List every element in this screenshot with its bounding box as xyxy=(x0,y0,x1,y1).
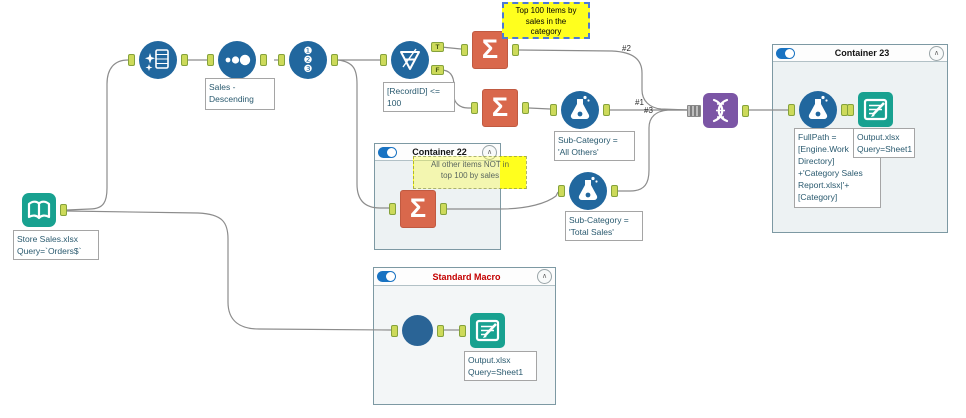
output-container23-label[interactable]: Output.xlsx Query=Sheet1 xyxy=(853,128,915,158)
dna-union-icon xyxy=(712,98,729,123)
input-anchor[interactable] xyxy=(471,102,478,114)
wire-input-to-macro[interactable] xyxy=(66,210,392,331)
sparkle-table-icon xyxy=(145,49,169,71)
output-anchor[interactable] xyxy=(260,54,267,66)
output-anchor[interactable] xyxy=(440,203,447,215)
input-anchor[interactable] xyxy=(389,203,396,215)
connection-label-3: #3 xyxy=(644,106,653,115)
sort-tool[interactable] xyxy=(207,41,267,79)
input-data-tool[interactable] xyxy=(22,193,67,227)
wire-input-to-cleansing[interactable] xyxy=(66,59,129,211)
book-icon xyxy=(27,200,51,220)
wire-formula2-to-union[interactable] xyxy=(618,109,688,192)
input-anchor[interactable] xyxy=(207,54,214,66)
sigma-icon: Σ xyxy=(409,192,427,223)
chevron-up-icon: ∧ xyxy=(933,49,940,57)
sigma-icon: Σ xyxy=(491,91,509,122)
data-cleansing-tool[interactable] xyxy=(128,41,188,79)
true-output-anchor[interactable]: T xyxy=(431,42,444,52)
connection-label-1: #1 xyxy=(635,98,644,107)
annotation-top100[interactable]: Top 100 Items by sales in the category xyxy=(502,2,590,39)
sigma-icon: Σ xyxy=(481,33,499,64)
output-macro-label[interactable]: Output.xlsx Query=Sheet1 xyxy=(464,351,537,381)
chevron-up-icon: ∧ xyxy=(486,148,493,156)
annotation-all-other-items[interactable]: All other items NOT in top 100 by sales xyxy=(413,156,527,189)
formula-total-sales-label[interactable]: Sub-Category = 'Total Sales' xyxy=(565,211,643,241)
document-pencil-icon xyxy=(863,98,888,121)
input-anchor[interactable] xyxy=(788,104,795,116)
output-anchor[interactable] xyxy=(603,104,610,116)
sort-tool-label[interactable]: Sales - Descending xyxy=(205,78,275,110)
output-anchor[interactable] xyxy=(437,324,444,337)
false-output-anchor[interactable]: F xyxy=(431,65,444,75)
standard-macro-header: Standard Macro ∧ xyxy=(374,268,555,286)
standard-macro-collapse-button[interactable]: ∧ xyxy=(537,269,552,284)
input-anchor[interactable] xyxy=(278,54,285,66)
formula-tool-all-others[interactable] xyxy=(550,91,610,129)
container-22-toggle[interactable] xyxy=(378,146,397,158)
input-anchor[interactable] xyxy=(391,324,398,337)
output-anchor[interactable] xyxy=(522,102,529,114)
container-23-title: Container 23 xyxy=(834,48,890,58)
container-23-toggle[interactable] xyxy=(776,47,795,59)
output-anchor[interactable] xyxy=(181,54,188,66)
macro-circle-icon xyxy=(402,315,433,346)
input-anchor[interactable] xyxy=(847,103,854,116)
container-22-title: Container 22 xyxy=(412,147,467,157)
union-tool[interactable] xyxy=(687,93,749,128)
numbers-123-icon: ❶ ❷ ❸ xyxy=(289,41,327,79)
output-anchor[interactable] xyxy=(742,104,749,117)
standard-macro-title: Standard Macro xyxy=(432,271,501,282)
document-pencil-icon xyxy=(475,319,500,342)
sort-dots-icon xyxy=(225,54,251,66)
formula-all-others-label[interactable]: Sub-Category = 'All Others' xyxy=(554,131,635,161)
output-anchor[interactable] xyxy=(60,204,67,216)
input-tool-label[interactable]: Store Sales.xlsx Query=`Orders$` xyxy=(13,230,99,260)
input-anchor[interactable] xyxy=(550,104,557,116)
wire-filter-t-to-summarize1[interactable] xyxy=(440,46,462,50)
input-anchor[interactable] xyxy=(558,185,565,197)
connection-label-2: #2 xyxy=(622,44,631,53)
filter-tool[interactable]: T F xyxy=(380,41,444,79)
filter-funnel-icon xyxy=(400,48,420,70)
flask-icon xyxy=(570,95,590,119)
standard-macro-toggle[interactable] xyxy=(377,271,396,282)
filter-tool-label[interactable]: [RecordID] <= 100 xyxy=(383,82,455,112)
input-anchor[interactable] xyxy=(461,44,468,56)
flask-icon xyxy=(578,176,598,200)
output-data-tool-macro[interactable] xyxy=(459,313,505,348)
macro-tool[interactable] xyxy=(391,315,444,346)
chevron-up-icon: ∧ xyxy=(541,273,548,280)
formula-tool-fullpath[interactable] xyxy=(788,91,848,129)
container-23-header: Container 23 ∧ xyxy=(773,45,947,62)
output-anchor[interactable] xyxy=(512,44,519,56)
container-23-collapse-button[interactable]: ∧ xyxy=(929,45,944,61)
output-anchor[interactable] xyxy=(611,185,618,197)
formula-tool-total-sales[interactable] xyxy=(558,172,618,210)
wire-recordid-to-summarize3[interactable] xyxy=(337,59,389,209)
input-anchor[interactable] xyxy=(459,324,466,337)
output-anchor[interactable] xyxy=(331,54,338,66)
input-anchor[interactable] xyxy=(380,54,387,66)
input-anchor[interactable] xyxy=(128,54,135,66)
summarize-tool-container22[interactable]: Σ xyxy=(389,190,447,228)
summarize-tool-middle[interactable]: Σ xyxy=(471,89,529,127)
record-id-tool[interactable]: ❶ ❷ ❸ xyxy=(278,41,338,79)
wire-summarize1-to-union[interactable] xyxy=(518,49,689,111)
output-data-tool-container23[interactable] xyxy=(847,92,893,127)
wire-summarize2-to-formula1[interactable] xyxy=(528,107,551,110)
union-multi-input-anchor[interactable] xyxy=(687,104,701,117)
wire-summarize3-to-formula2[interactable] xyxy=(447,191,559,210)
flask-icon xyxy=(808,95,828,119)
